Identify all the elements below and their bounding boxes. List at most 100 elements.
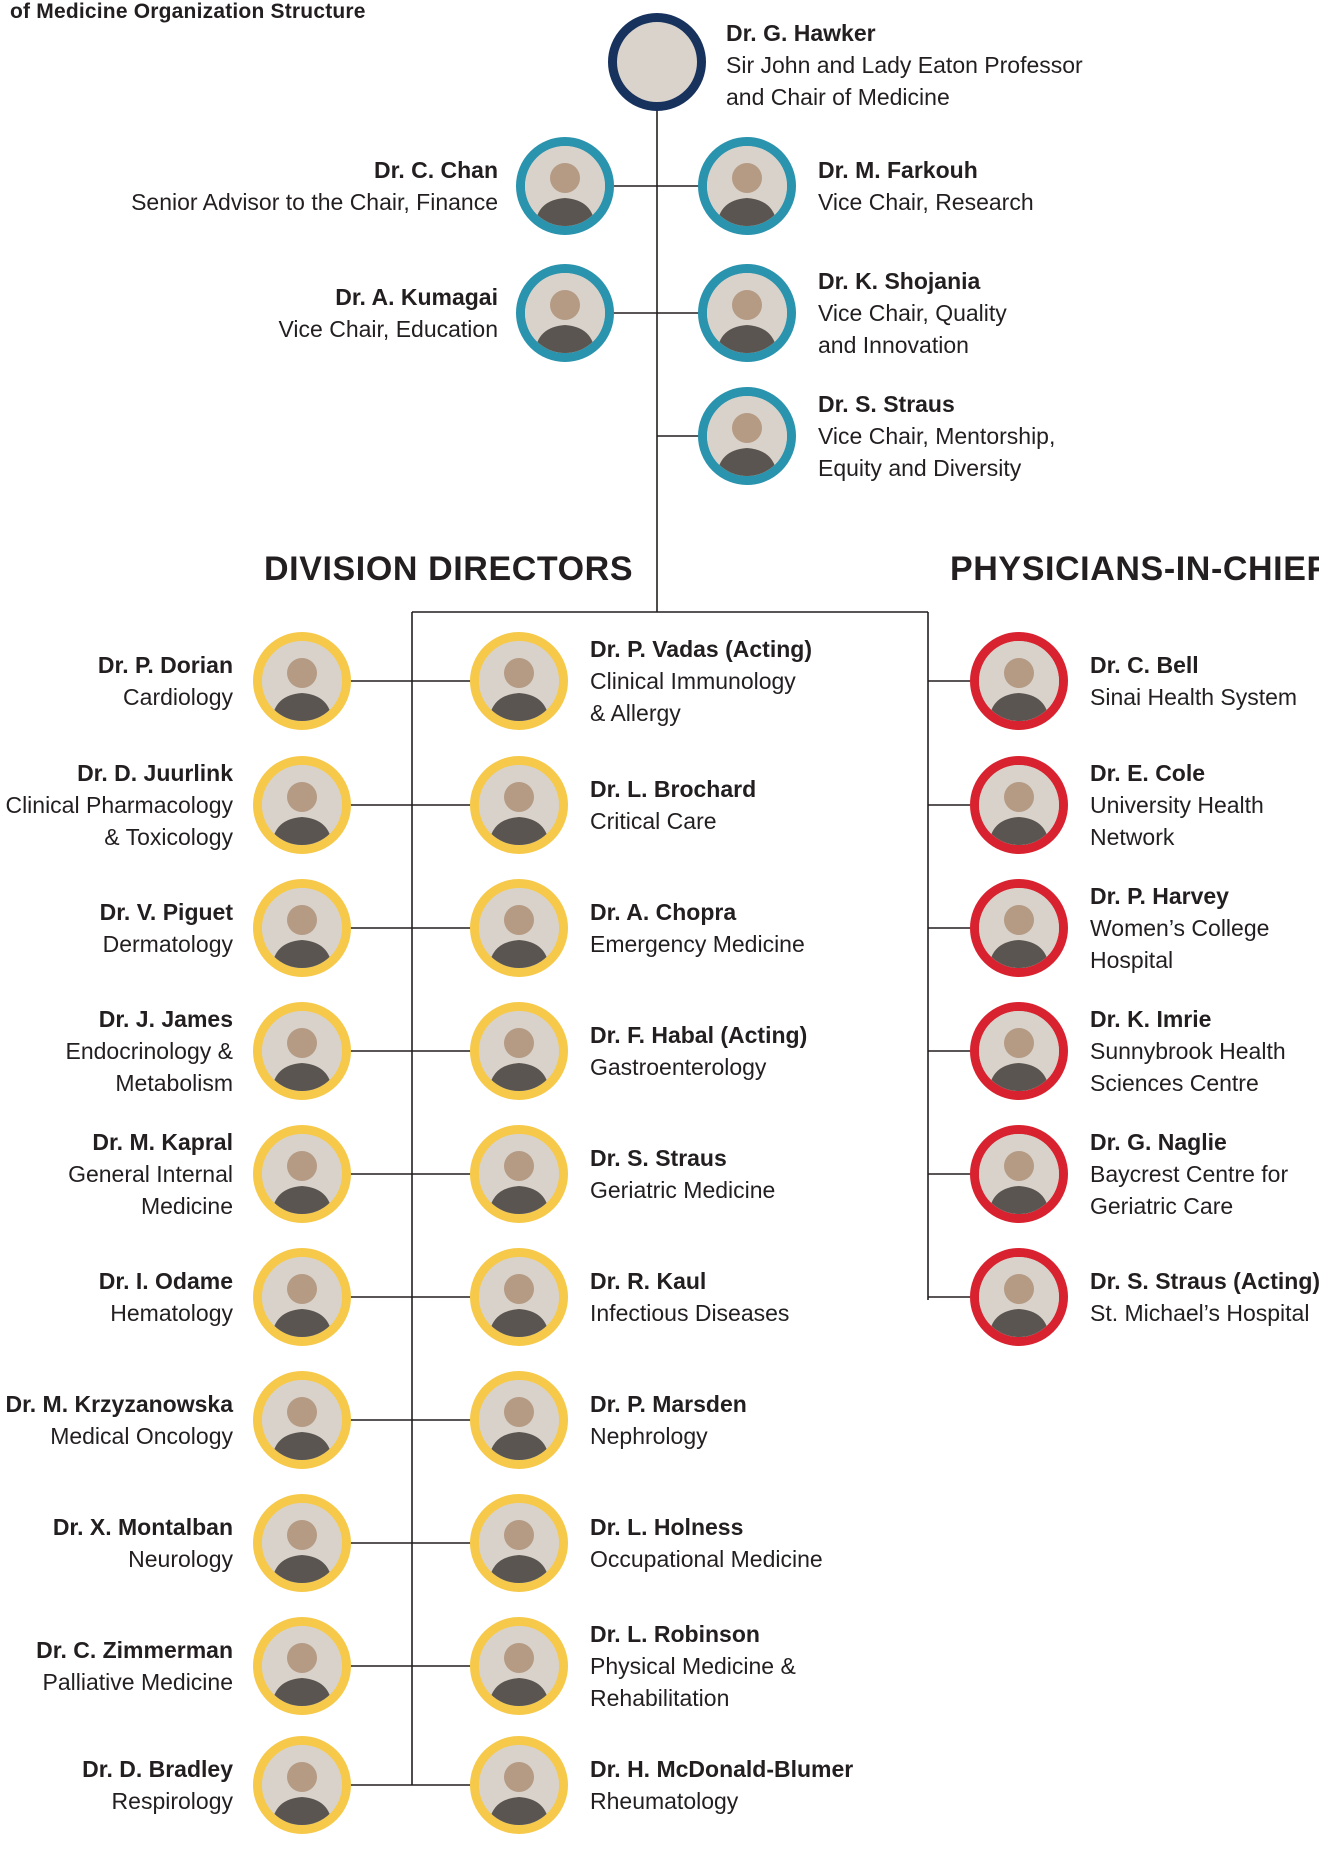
person-name: Dr. D. Juurlink [77,760,233,786]
person-name: Dr. L. Robinson [590,1621,760,1647]
person-silhouette-icon [262,765,342,845]
division-director-photo [253,1248,351,1346]
person-name: Dr. H. McDonald-Blumer [590,1756,854,1782]
division-director-photo [253,1617,351,1715]
person-role: Vice Chair, Quality [818,300,1007,326]
person-role: Physical Medicine & [590,1653,796,1679]
person-name: Dr. A. Kumagai [335,284,498,310]
person-role: Sir John and Lady Eaton Professor [726,52,1083,78]
person-silhouette-icon [262,641,342,721]
person-name: Dr. I. Odame [98,1268,233,1294]
person-role: Rheumatology [590,1788,739,1814]
division-director-photo [470,756,568,854]
person-silhouette-icon [979,641,1059,721]
division-director-photo [470,1002,568,1100]
person-role: Women’s College [1090,915,1270,941]
person-name: Dr. V. Piguet [99,899,233,925]
vice-chair-photo [698,264,796,362]
division-director-photo [470,1248,568,1346]
division-director-photo [470,1494,568,1592]
person-name: Dr. M. Farkouh [818,157,978,183]
person-role: Gastroenterology [590,1054,767,1080]
person-name: Dr. K. Imrie [1090,1006,1212,1032]
physician-in-chief-photo [970,1002,1068,1100]
person-name: Dr. R. Kaul [590,1268,707,1294]
person-name: Dr. F. Habal (Acting) [590,1022,808,1048]
person-name: Dr. S. Straus (Acting) [1090,1268,1319,1294]
person-role: Vice Chair, Education [278,316,499,342]
division-director-photo [253,1002,351,1100]
person-name: Dr. G. Naglie [1090,1129,1227,1155]
person-role: Respirology [111,1788,233,1814]
physicians-in-chief-heading: PHYSICIANS-IN-CHIEF [950,550,1319,588]
person-silhouette-icon [262,1626,342,1706]
division-directors-heading: DIVISION DIRECTORS [264,550,634,588]
person-silhouette-icon [479,1380,559,1460]
person-silhouette-icon [979,1257,1059,1337]
person-silhouette-icon [979,1011,1059,1091]
vice-chair-photo [516,137,614,235]
person-name: Dr. E. Cole [1090,760,1206,786]
person-role: Sinai Health System [1090,684,1298,710]
division-director-photo [253,1125,351,1223]
physician-in-chief-photo [970,1248,1068,1346]
person-silhouette-icon [525,146,605,226]
person-silhouette-icon [262,1745,342,1825]
person-silhouette-icon [262,1134,342,1214]
physician-in-chief-photo [970,632,1068,730]
person-silhouette-icon [479,888,559,968]
division-director-photo [470,1125,568,1223]
vice-chair-photo [516,264,614,362]
person-role: University Health [1090,792,1264,818]
person-role: Medicine [140,1193,233,1219]
person-silhouette-icon [707,396,787,476]
chair-label: Dr. G. Hawker Sir John and Lady Eaton Pr… [726,17,1083,113]
person-name: Dr. G. Hawker [726,20,876,46]
person-role: Palliative Medicine [42,1669,233,1695]
physician-in-chief-photo [970,1125,1068,1223]
person-silhouette-icon [479,1257,559,1337]
person-role: and Innovation [818,332,969,358]
person-name: Dr. C. Bell [1090,652,1199,678]
division-director-photo [253,879,351,977]
chair-photo [608,13,706,111]
person-role: Nephrology [590,1423,708,1449]
person-name: Dr. X. Montalban [52,1514,233,1540]
person-name: Dr. D. Bradley [82,1756,233,1782]
person-role: Neurology [128,1546,233,1572]
person-role: Occupational Medicine [590,1546,823,1572]
person-silhouette-icon [979,888,1059,968]
division-director-photo [253,1371,351,1469]
division-director-label: Dr. F. Habal (Acting) Gastroenterology [590,1019,807,1083]
person-role: Geriatric Care [1090,1193,1234,1219]
person-role: General Internal [68,1161,233,1187]
physician-in-chief-label: Dr. S. Straus (Acting)St. Michael’s Hosp… [1090,1265,1319,1329]
person-silhouette-icon [479,641,559,721]
person-name: Dr. M. Kapral [92,1129,233,1155]
person-name: Dr. S. Straus [590,1145,727,1171]
physician-in-chief-photo [970,756,1068,854]
person-role: Clinical Immunology [590,668,796,694]
person-role: Cardiology [123,684,233,710]
person-role: Hematology [110,1300,233,1326]
division-director-photo [253,1494,351,1592]
division-director-photo [253,632,351,730]
person-role: Clinical Pharmacology [5,792,233,818]
person-name: Dr. P. Harvey [1090,883,1229,909]
division-director-photo [253,1736,351,1834]
